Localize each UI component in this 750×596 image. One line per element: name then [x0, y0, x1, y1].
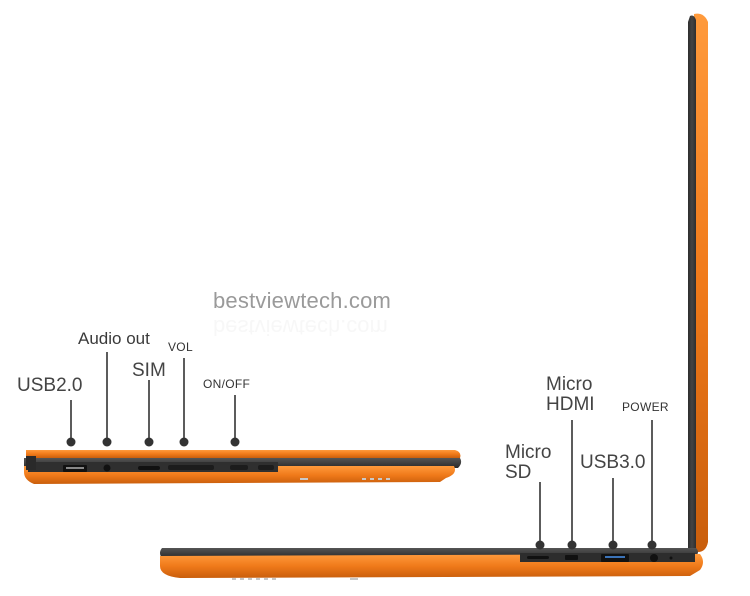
sim-label: SIM [132, 360, 166, 381]
vol-label: VOL [168, 340, 193, 354]
power-label: POWER [622, 400, 669, 414]
volume-button-icon [168, 465, 214, 470]
micro-sd-label-line2: SD [505, 462, 532, 483]
usb3-label: USB3.0 [580, 452, 646, 473]
micro-hdmi-label-line1: Micro [546, 374, 593, 395]
watermark-reflection: bestviewtech.com [213, 315, 388, 340]
open-laptop [160, 13, 708, 580]
micro-sd-label-line1: Micro [505, 442, 552, 463]
power-connector-icon [650, 554, 658, 562]
micro-sd-slot-icon [527, 556, 549, 559]
micro-hdmi-label-line2: HDMI [546, 394, 595, 415]
micro-sd-label: Micro SD [505, 443, 551, 483]
sim-slot-icon [138, 466, 160, 470]
micro-hdmi-label: Micro HDMI [546, 375, 595, 415]
power-switch-icon [230, 465, 248, 470]
usb2-label: USB2.0 [17, 375, 83, 396]
closed-laptop [24, 450, 462, 484]
on-off-label: ON/OFF [203, 377, 251, 391]
audio-out-label: Audio out [78, 329, 150, 348]
micro-hdmi-port-icon [565, 555, 578, 560]
watermark-text: bestviewtech.com [213, 288, 392, 313]
audio-jack-icon [103, 464, 111, 472]
callout-lines [66, 352, 657, 550]
